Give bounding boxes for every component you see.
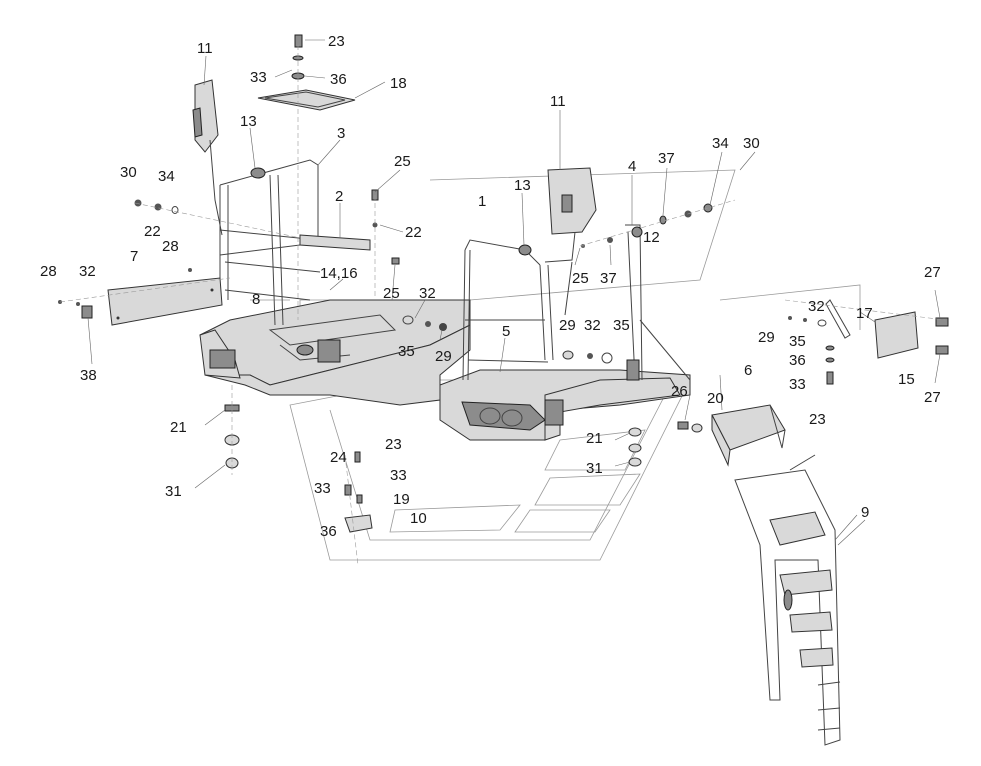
callout-label: 32 — [584, 317, 601, 334]
callout-label: 5 — [502, 323, 510, 340]
callout-label: 35 — [613, 317, 630, 334]
callout-label: 19 — [393, 491, 410, 508]
callout-label: 1 — [478, 193, 486, 210]
callout-label: 25 — [572, 270, 589, 287]
cover-plate — [257, 89, 356, 111]
callout-label: 8 — [252, 291, 260, 308]
callout-label: 23 — [809, 411, 826, 428]
callout-label: 32 — [79, 263, 96, 280]
callout-label: 22 — [144, 223, 161, 240]
side-panel-7 — [58, 268, 231, 326]
right-upright-hardware — [579, 199, 736, 248]
callout-label: 31 — [586, 460, 603, 477]
callout-label: 11 — [550, 93, 566, 110]
callout-label: 36 — [320, 523, 337, 540]
callout-label: 18 — [390, 75, 407, 92]
callout-labels: 11 23 33 36 18 13 3 25 30 34 2 22 22 28 … — [40, 33, 941, 540]
callout-label: 20 — [707, 390, 724, 407]
callout-label: 36 — [330, 71, 347, 88]
callout-label: 29 — [559, 317, 576, 334]
callout-label: 34 — [712, 135, 729, 152]
callout-label: 17 — [856, 305, 873, 322]
callout-label: 35 — [789, 333, 806, 350]
left-frame-body — [199, 299, 471, 406]
left-mount-bushings — [224, 385, 240, 475]
callout-label: 9 — [861, 504, 869, 521]
callout-label: 32 — [808, 298, 825, 315]
callout-label: 6 — [744, 362, 752, 379]
boarding-ladder-9 — [734, 454, 841, 746]
callout-label: 26 — [671, 383, 688, 400]
callout-label: 24 — [330, 449, 347, 466]
callout-label: 35 — [398, 343, 415, 360]
right-mount-bushings — [628, 427, 642, 467]
leader-lines — [87, 39, 941, 546]
callout-label: 23 — [385, 436, 402, 453]
callout-label: 37 — [658, 150, 675, 167]
callout-label: 10 — [410, 510, 427, 527]
pin-assembly — [677, 421, 703, 433]
callout-label: 3 — [337, 125, 345, 142]
callout-label: 33 — [250, 69, 267, 86]
step-bracket-6 — [711, 404, 786, 467]
right-mirror — [544, 167, 597, 316]
callout-label: 33 — [390, 467, 407, 484]
callout-label: 11 — [197, 40, 213, 57]
callout-label: 32 — [419, 285, 436, 302]
callout-label: 28 — [162, 238, 179, 255]
side-panel-15 — [784, 299, 949, 385]
callout-label: 30 — [120, 164, 137, 181]
callout-label: 25 — [394, 153, 411, 170]
callout-label: 27 — [924, 389, 941, 406]
callout-label: 23 — [328, 33, 345, 50]
callout-label: 29 — [435, 348, 452, 365]
callout-label: 27 — [924, 264, 941, 281]
callout-label: 37 — [600, 270, 617, 287]
callout-label: 22 — [405, 224, 422, 241]
bracket-2 — [299, 189, 400, 300]
callout-label: 15 — [898, 371, 915, 388]
callout-label: 14,16 — [320, 265, 358, 282]
callout-label: 25 — [383, 285, 400, 302]
callout-label: 31 — [165, 483, 182, 500]
lower-bolt-assembly — [344, 451, 373, 566]
top-bolt-stack — [291, 34, 305, 320]
right-deck-hardware — [562, 350, 613, 364]
callout-label: 28 — [40, 263, 57, 280]
callout-label: 12 — [643, 229, 660, 246]
callout-label: 21 — [170, 419, 187, 436]
right-handrail — [462, 239, 554, 381]
callout-label: 38 — [80, 367, 97, 384]
callout-label: 13 — [240, 113, 257, 130]
callout-label: 36 — [789, 352, 806, 369]
callout-label: 21 — [586, 430, 603, 447]
callout-label: 7 — [130, 248, 138, 265]
callout-label: 34 — [158, 168, 175, 185]
left-handrail — [219, 159, 321, 326]
left-mirror — [192, 79, 223, 236]
callout-label: 2 — [335, 188, 343, 205]
right-frame-body — [439, 369, 691, 441]
callout-label: 33 — [314, 480, 331, 497]
callout-label: 13 — [514, 177, 531, 194]
callout-label: 33 — [789, 376, 806, 393]
callout-label: 30 — [743, 135, 760, 152]
left-mirror-hardware — [134, 199, 311, 241]
rear-upright-4 — [625, 224, 691, 381]
center-hardware — [402, 315, 447, 331]
callout-label: 29 — [758, 329, 775, 346]
callout-label: 4 — [628, 158, 636, 175]
